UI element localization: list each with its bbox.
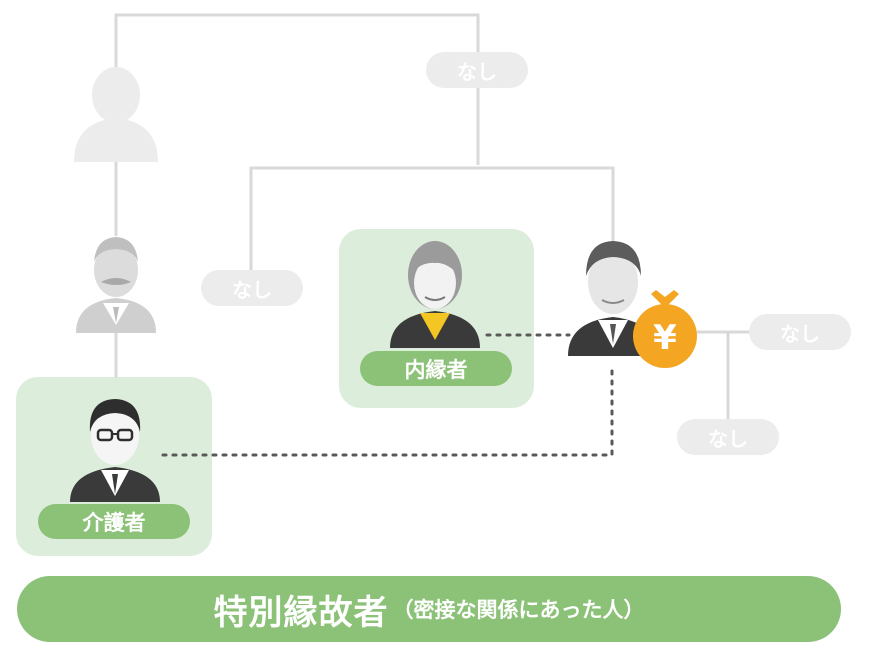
sibling-connector-line bbox=[249, 166, 615, 270]
none-badge-spouse: なし bbox=[749, 314, 851, 350]
special-connection-banner: 特別縁故者 （密接な関係にあった人） bbox=[17, 576, 841, 642]
glasses-man-icon bbox=[70, 399, 160, 502]
faded-person-icon bbox=[74, 67, 158, 162]
banner-title: 特別縁故者 bbox=[213, 592, 389, 633]
common-law-spouse-label: 内縁者 bbox=[360, 351, 512, 386]
elderly-woman-icon bbox=[390, 241, 480, 348]
none-badge-sibling: なし bbox=[201, 270, 303, 306]
banner-subtitle: （密接な関係にあった人） bbox=[392, 598, 645, 622]
heir-connector-line bbox=[697, 330, 730, 420]
yen-symbol: ¥ bbox=[653, 318, 677, 358]
none-badge-top: なし bbox=[426, 52, 528, 88]
deceased-elderly-man-icon bbox=[568, 241, 658, 356]
elderly-man-mustache-icon bbox=[76, 237, 156, 333]
caregiver-label: 介護者 bbox=[38, 504, 190, 539]
money-bag-icon: ¥ bbox=[633, 290, 697, 368]
parent-connector-line bbox=[114, 13, 480, 165]
none-badge-child: なし bbox=[677, 419, 779, 455]
caregiver-dotted-line bbox=[161, 364, 614, 457]
